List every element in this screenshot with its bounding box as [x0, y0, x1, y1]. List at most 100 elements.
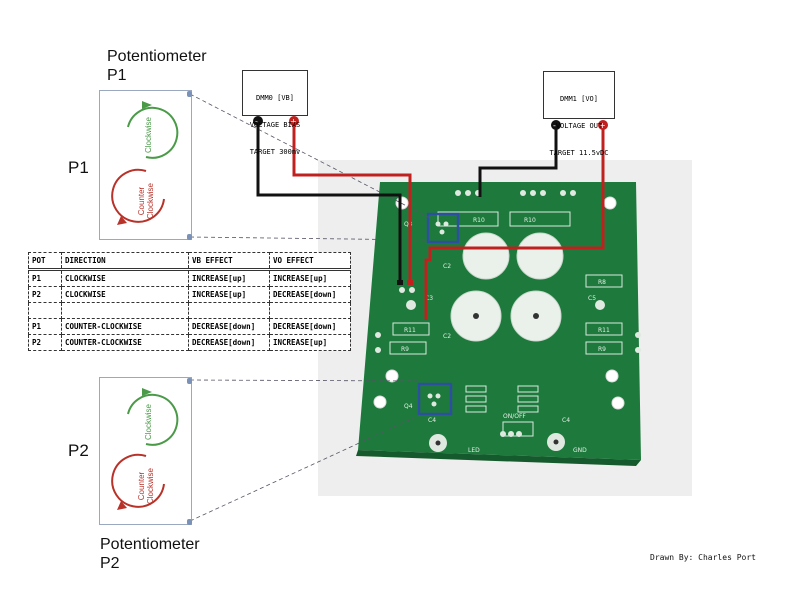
- mount-hole: [385, 369, 399, 383]
- dmm1-line2: VOLTAGE OUT: [555, 122, 603, 130]
- dmm0-neg-jack: [253, 116, 263, 126]
- silk-r10b: [509, 211, 571, 227]
- p1-heading-line2: P1: [107, 67, 127, 84]
- dmm0-box: DMM0 [VB] VOLTAGE BIAS TARGET 300mv: [242, 70, 308, 156]
- table-cell: [188, 302, 270, 319]
- p1-highlight: [426, 212, 460, 244]
- silk-r9a: [389, 341, 427, 355]
- p1-heading: Potentiometer P1: [107, 47, 207, 85]
- p1-heading-line1: Potentiometer: [107, 48, 207, 65]
- dmm1-line3: TARGET 11.5vDC: [549, 149, 609, 157]
- silk-r11b: [585, 322, 623, 336]
- p1-frame-knob-bottom: [187, 234, 192, 240]
- silk-r11a: [392, 322, 430, 336]
- table-cell: CLOCKWISE: [61, 286, 189, 303]
- pcb-label: Q4: [404, 403, 413, 410]
- table-header-cell: VO EFFECT: [269, 252, 351, 271]
- p2-ccw-label: Counter Clockwise: [137, 468, 155, 504]
- pcb-label: C5: [588, 295, 596, 302]
- pcb-label: LED: [468, 447, 480, 454]
- p2-cw-label: Clockwise: [144, 403, 153, 440]
- pcb-label: ON/OFF: [503, 413, 526, 420]
- p1-ccw-label-line2: Clockwise: [146, 182, 155, 219]
- p1-guide-line-top: [189, 93, 431, 219]
- cap-hole: [533, 313, 539, 319]
- silk-r8: [585, 274, 623, 288]
- silk-r10a: [437, 211, 499, 227]
- credit-text: Drawn By: Charles Port: [650, 553, 756, 562]
- dmm1-neg-jack: [551, 120, 561, 130]
- table-cell: CLOCKWISE: [61, 269, 189, 287]
- p1-cw-arrow: [127, 106, 179, 159]
- p1-ccw-arrow: [111, 168, 165, 223]
- p2-ccw-arrow: [111, 453, 165, 508]
- p2-ccw-label-line1: Counter: [137, 471, 146, 501]
- table-cell: INCREASE[up]: [188, 286, 270, 303]
- cap-pad: [462, 232, 510, 280]
- pcb-label: R10: [524, 217, 536, 224]
- p2-dial-drawing: [111, 388, 179, 510]
- p1-ccw-arrowhead: [117, 216, 127, 225]
- table-cell: COUNTER-CLOCKWISE: [61, 318, 189, 335]
- p2-heading: Potentiometer P2: [100, 535, 200, 573]
- table-row: P1 CLOCKWISE INCREASE[up] INCREASE[up]: [28, 269, 351, 287]
- p2-frame-knob-top: [187, 378, 192, 384]
- table-cell: DECREASE[down]: [188, 318, 270, 335]
- dmm1-pos-jack: [598, 120, 608, 130]
- mount-hole: [605, 369, 619, 383]
- table-cell: P2: [28, 334, 62, 351]
- table-cell: [61, 302, 189, 319]
- pcb-label: R11: [404, 327, 416, 334]
- p2-highlight: [417, 382, 453, 416]
- pin: [407, 280, 413, 285]
- table-cell: DECREASE[down]: [188, 334, 270, 351]
- dmm0-neg-sign: -: [255, 117, 258, 126]
- p1-dial-frame: Clockwise Counter Clockwise: [99, 90, 192, 240]
- table-header-row: POT DIRECTION VB EFFECT VO EFFECT: [28, 252, 351, 271]
- pcb-label: C2: [443, 333, 451, 340]
- table-row: P2 COUNTER-CLOCKWISE DECREASE[down] INCR…: [28, 334, 351, 351]
- dmm1-pos-sign: +: [599, 121, 606, 130]
- dmm0-line3: TARGET 300mv: [249, 148, 301, 156]
- table-row: [28, 302, 351, 319]
- p2-ccw-arrowhead: [117, 501, 127, 510]
- pcb-board-edge: [356, 450, 641, 466]
- dmm1-box: DMM1 [VO] VOLTAGE OUT TARGET 11.5vDC: [543, 71, 615, 157]
- p1-ccw-label-line1: Counter: [137, 186, 146, 216]
- table-row: P1 COUNTER-CLOCKWISE DECREASE[down] DECR…: [28, 318, 351, 335]
- dmm1-neg-sign: -: [553, 121, 556, 130]
- cap-hole: [473, 313, 479, 319]
- pcb-label: C4: [428, 417, 436, 424]
- pcb-label: C4: [562, 417, 570, 424]
- pcb-label: R8: [598, 279, 606, 286]
- dmm0-pos-sign: +: [290, 117, 297, 126]
- table-cell: INCREASE[up]: [269, 334, 351, 351]
- p2-heading-line1: Potentiometer: [100, 536, 200, 553]
- p1-ccw-label: Counter Clockwise: [137, 183, 155, 219]
- p1-guide-line-bottom: [189, 236, 429, 241]
- pcb-label: R11: [598, 327, 610, 334]
- p2-heading-line2: P2: [100, 555, 120, 572]
- table-cell: INCREASE[up]: [188, 269, 270, 287]
- pot-effects-table: POT DIRECTION VB EFFECT VO EFFECT P1 CLO…: [28, 252, 351, 351]
- mount-hole: [611, 396, 625, 410]
- table-cell: [28, 302, 62, 319]
- mount-hole: [373, 395, 387, 409]
- p1-cw-arrowhead: [142, 101, 152, 109]
- p2-frame-knob-bottom: [187, 519, 192, 525]
- dmm1-red-wire: [424, 125, 605, 320]
- silk-r9b: [585, 341, 623, 355]
- pcb-label: C3: [425, 295, 433, 302]
- dmm0-line1: DMM0 [VB]: [256, 94, 294, 102]
- dmm1-black-wire: [478, 125, 558, 197]
- table-row: P2 CLOCKWISE INCREASE[up] DECREASE[down]: [28, 286, 351, 303]
- p1-dial-drawing: [111, 101, 179, 225]
- p1-frame-knob-top: [187, 91, 192, 97]
- table-header-cell: POT: [28, 252, 62, 271]
- p2-guide-line-bottom: [189, 414, 421, 522]
- dmm1-line1: DMM1 [VO]: [560, 95, 598, 103]
- p2-guide-line-top: [189, 379, 421, 382]
- p2-ccw-label-line2: Clockwise: [146, 467, 155, 504]
- dmm0-pos-jack: [289, 116, 299, 126]
- p2-side-label: P2: [68, 441, 89, 460]
